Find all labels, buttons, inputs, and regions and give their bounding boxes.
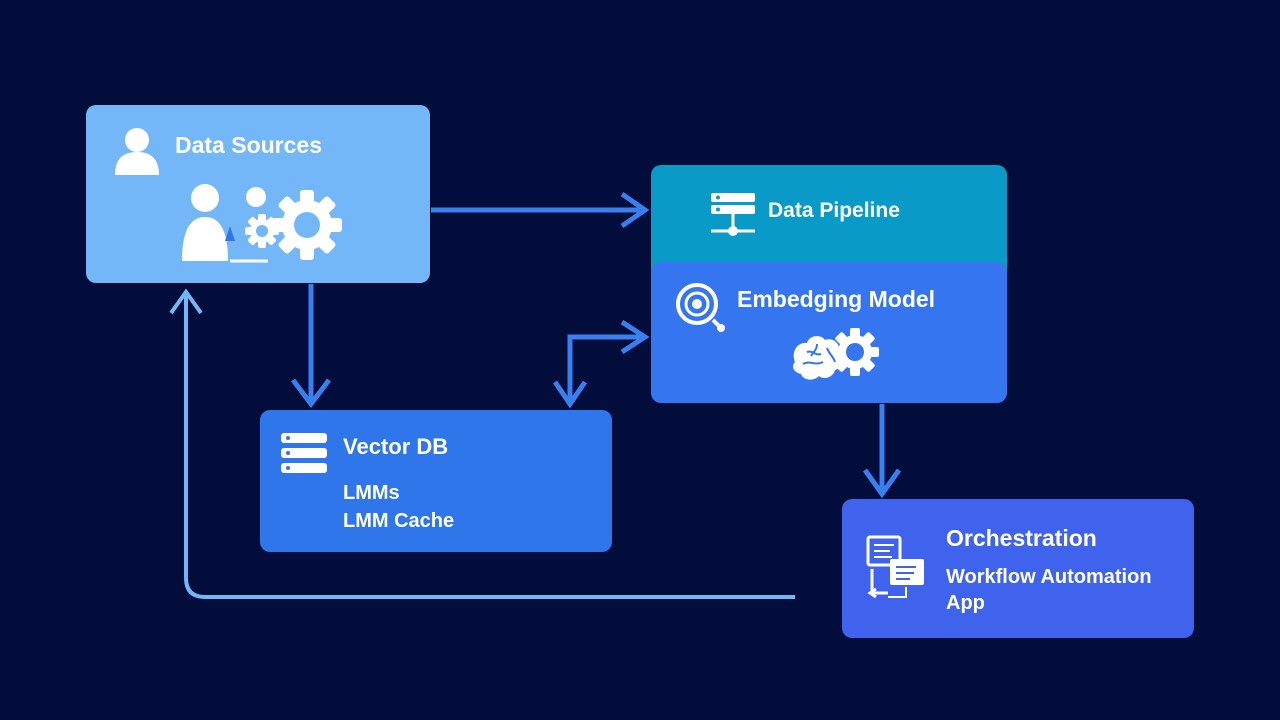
server-network-icon [711, 193, 755, 236]
gear-icon [245, 190, 342, 260]
arrow-vector-db-embedding-model-bidirectional [552, 319, 650, 409]
embedding-model-title: Embedging Model [737, 286, 936, 312]
workflow-documents-icon [866, 535, 924, 599]
vector-db-line-1: LMMs [343, 482, 400, 504]
orchestration-line-2: App [946, 592, 985, 614]
brain-gear-icon [793, 328, 879, 380]
data-sources-node: Data Sources [86, 105, 430, 283]
arrow-orchestration-to-data-sources [169, 288, 795, 599]
arrow-embedding-model-to-orchestration [862, 404, 902, 499]
data-sources-title: Data Sources [175, 132, 323, 158]
orchestration-title: Orchestration [946, 525, 1097, 551]
arrow-data-sources-to-vector-db [291, 284, 331, 409]
vector-db-node: Vector DB LMMs LMM Cache [260, 410, 612, 552]
data-pipeline-title: Data Pipeline [768, 199, 900, 222]
orchestration-line-1: Workflow Automation [946, 566, 1152, 588]
orchestration-node: Orchestration Workflow Automation App [842, 499, 1194, 638]
user-icon [115, 128, 159, 175]
target-icon [676, 283, 725, 332]
vector-db-line-2: LMM Cache [343, 510, 455, 532]
database-icon [281, 433, 327, 473]
vector-db-title: Vector DB [343, 434, 449, 459]
data-pipeline-node: Data Pipeline [651, 165, 1007, 280]
person-icon [182, 184, 268, 263]
embedding-model-node: Embedging Model [651, 262, 1007, 403]
arrow-data-sources-to-data-pipeline [431, 191, 650, 229]
